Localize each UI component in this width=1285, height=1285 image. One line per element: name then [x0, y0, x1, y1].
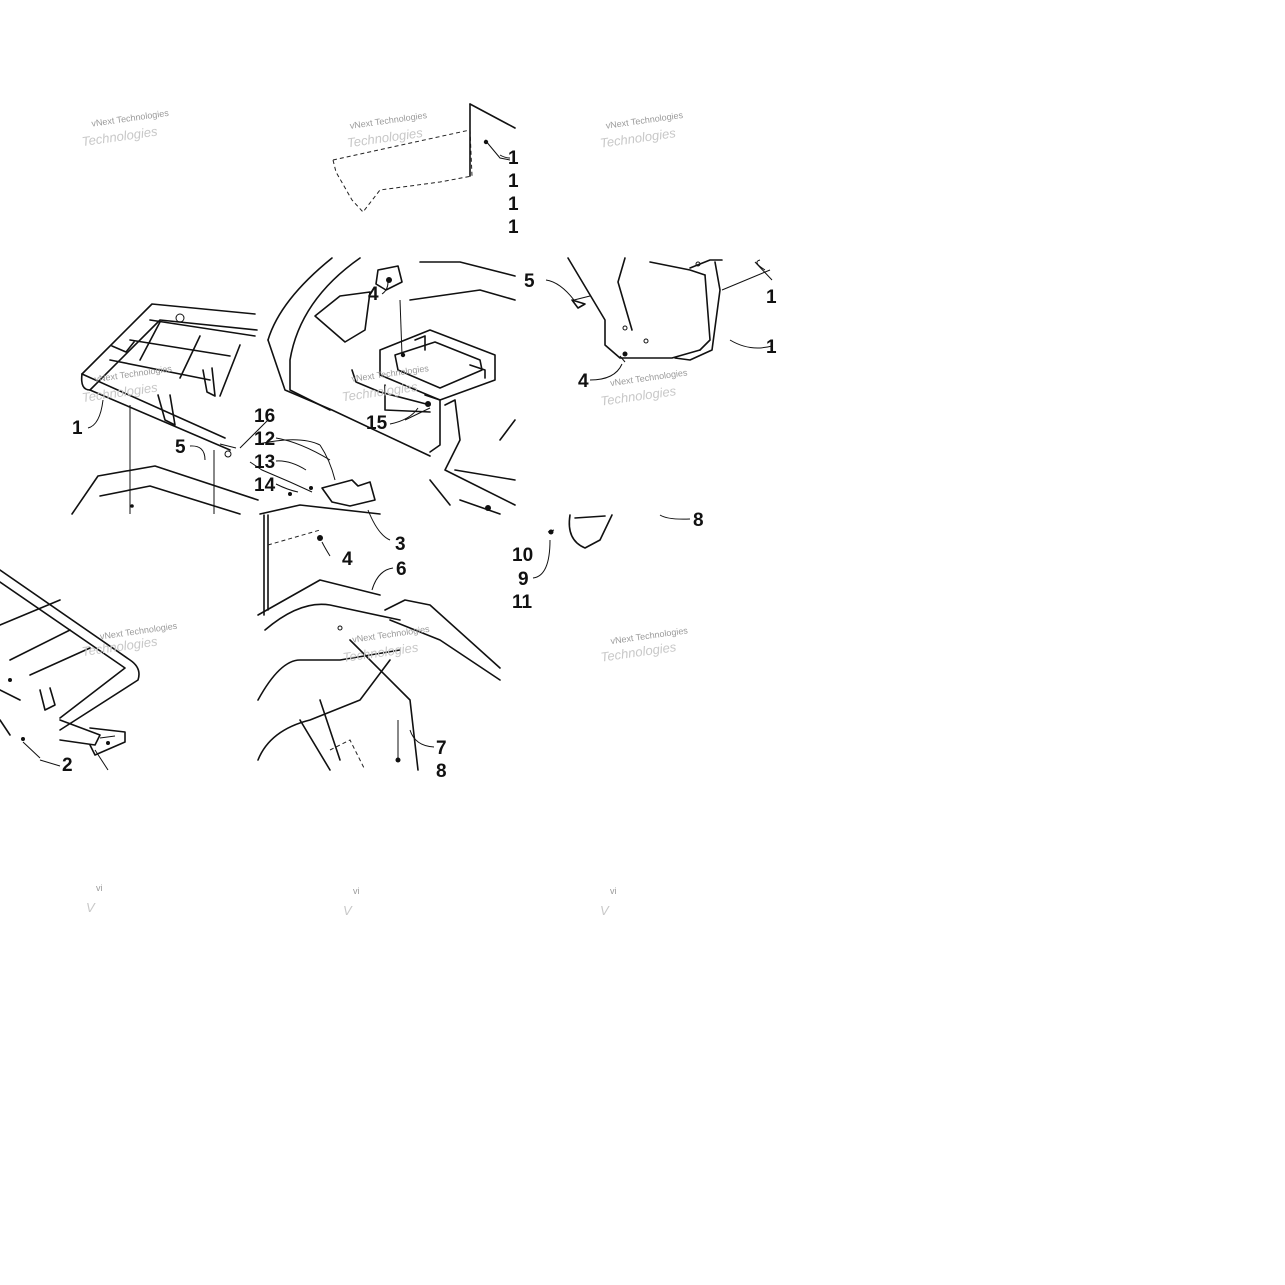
callout-1-right-a: 1 — [766, 287, 777, 308]
leader-lines — [39, 154, 623, 767]
callout-1-top-c: 1 — [508, 194, 519, 215]
callout-12: 12 — [254, 429, 275, 450]
callout-6: 6 — [396, 559, 407, 580]
callout-9: 9 — [518, 569, 529, 590]
callout-8-bottom: 8 — [436, 761, 447, 782]
callout-13: 13 — [254, 452, 275, 473]
watermark-8: vNext Technologies — [352, 624, 431, 645]
callout-1-top-b: 1 — [508, 171, 519, 192]
watermark-fragment-2: vi — [353, 886, 360, 896]
rear-fender-drawing — [239, 257, 516, 515]
callouts: 1 2 3 4 4 4 5 5 6 7 8 8 9 10 11 12 13 14… — [62, 148, 777, 782]
callout-11: 11 — [512, 592, 533, 613]
callout-7: 7 — [436, 738, 447, 759]
watermark-fragment-1b: V — [86, 900, 96, 915]
fender-lower-drawing — [257, 514, 501, 771]
callout-1-right-b: 1 — [766, 337, 777, 358]
watermarks: Technologies vNext Technologies Technolo… — [81, 108, 689, 918]
callout-8-right: 8 — [693, 510, 704, 531]
callout-1: 1 — [72, 418, 83, 439]
watermark-4: vNext Technologies — [94, 363, 173, 384]
mud-flap-lower-drawing — [547, 514, 691, 549]
watermark-fragment-3: vi — [610, 886, 617, 896]
watermark-shadow-4: Technologies — [81, 380, 159, 406]
watermark-1: vNext Technologies — [91, 108, 170, 129]
callout-15: 15 — [366, 413, 388, 434]
callout-5-left: 5 — [175, 437, 186, 458]
rack-lower-drawing — [0, 569, 140, 771]
callout-5-right: 5 — [524, 271, 535, 292]
watermark-fragment-2b: V — [343, 903, 353, 918]
callout-4-top: 4 — [368, 284, 379, 305]
mud-flap-drawing — [567, 257, 773, 363]
callout-2: 2 — [62, 755, 73, 776]
callout-1-top-a: 1 — [508, 148, 519, 169]
watermark-fragment-1: vi — [96, 883, 103, 893]
callout-4-right: 4 — [578, 371, 589, 392]
watermark-fragment-3b: V — [600, 903, 610, 918]
callout-4-bottom: 4 — [342, 549, 353, 570]
top-panel-drawing — [332, 103, 516, 213]
callout-14: 14 — [254, 475, 276, 496]
watermark-5: vNext Technologies — [351, 363, 430, 384]
rear-rack-drawing — [71, 303, 259, 515]
callout-1-top-d: 1 — [508, 217, 519, 238]
callout-16: 16 — [254, 406, 275, 427]
callout-3: 3 — [395, 534, 406, 555]
watermark-6: vNext Technologies — [609, 367, 688, 388]
callout-10: 10 — [512, 545, 533, 566]
